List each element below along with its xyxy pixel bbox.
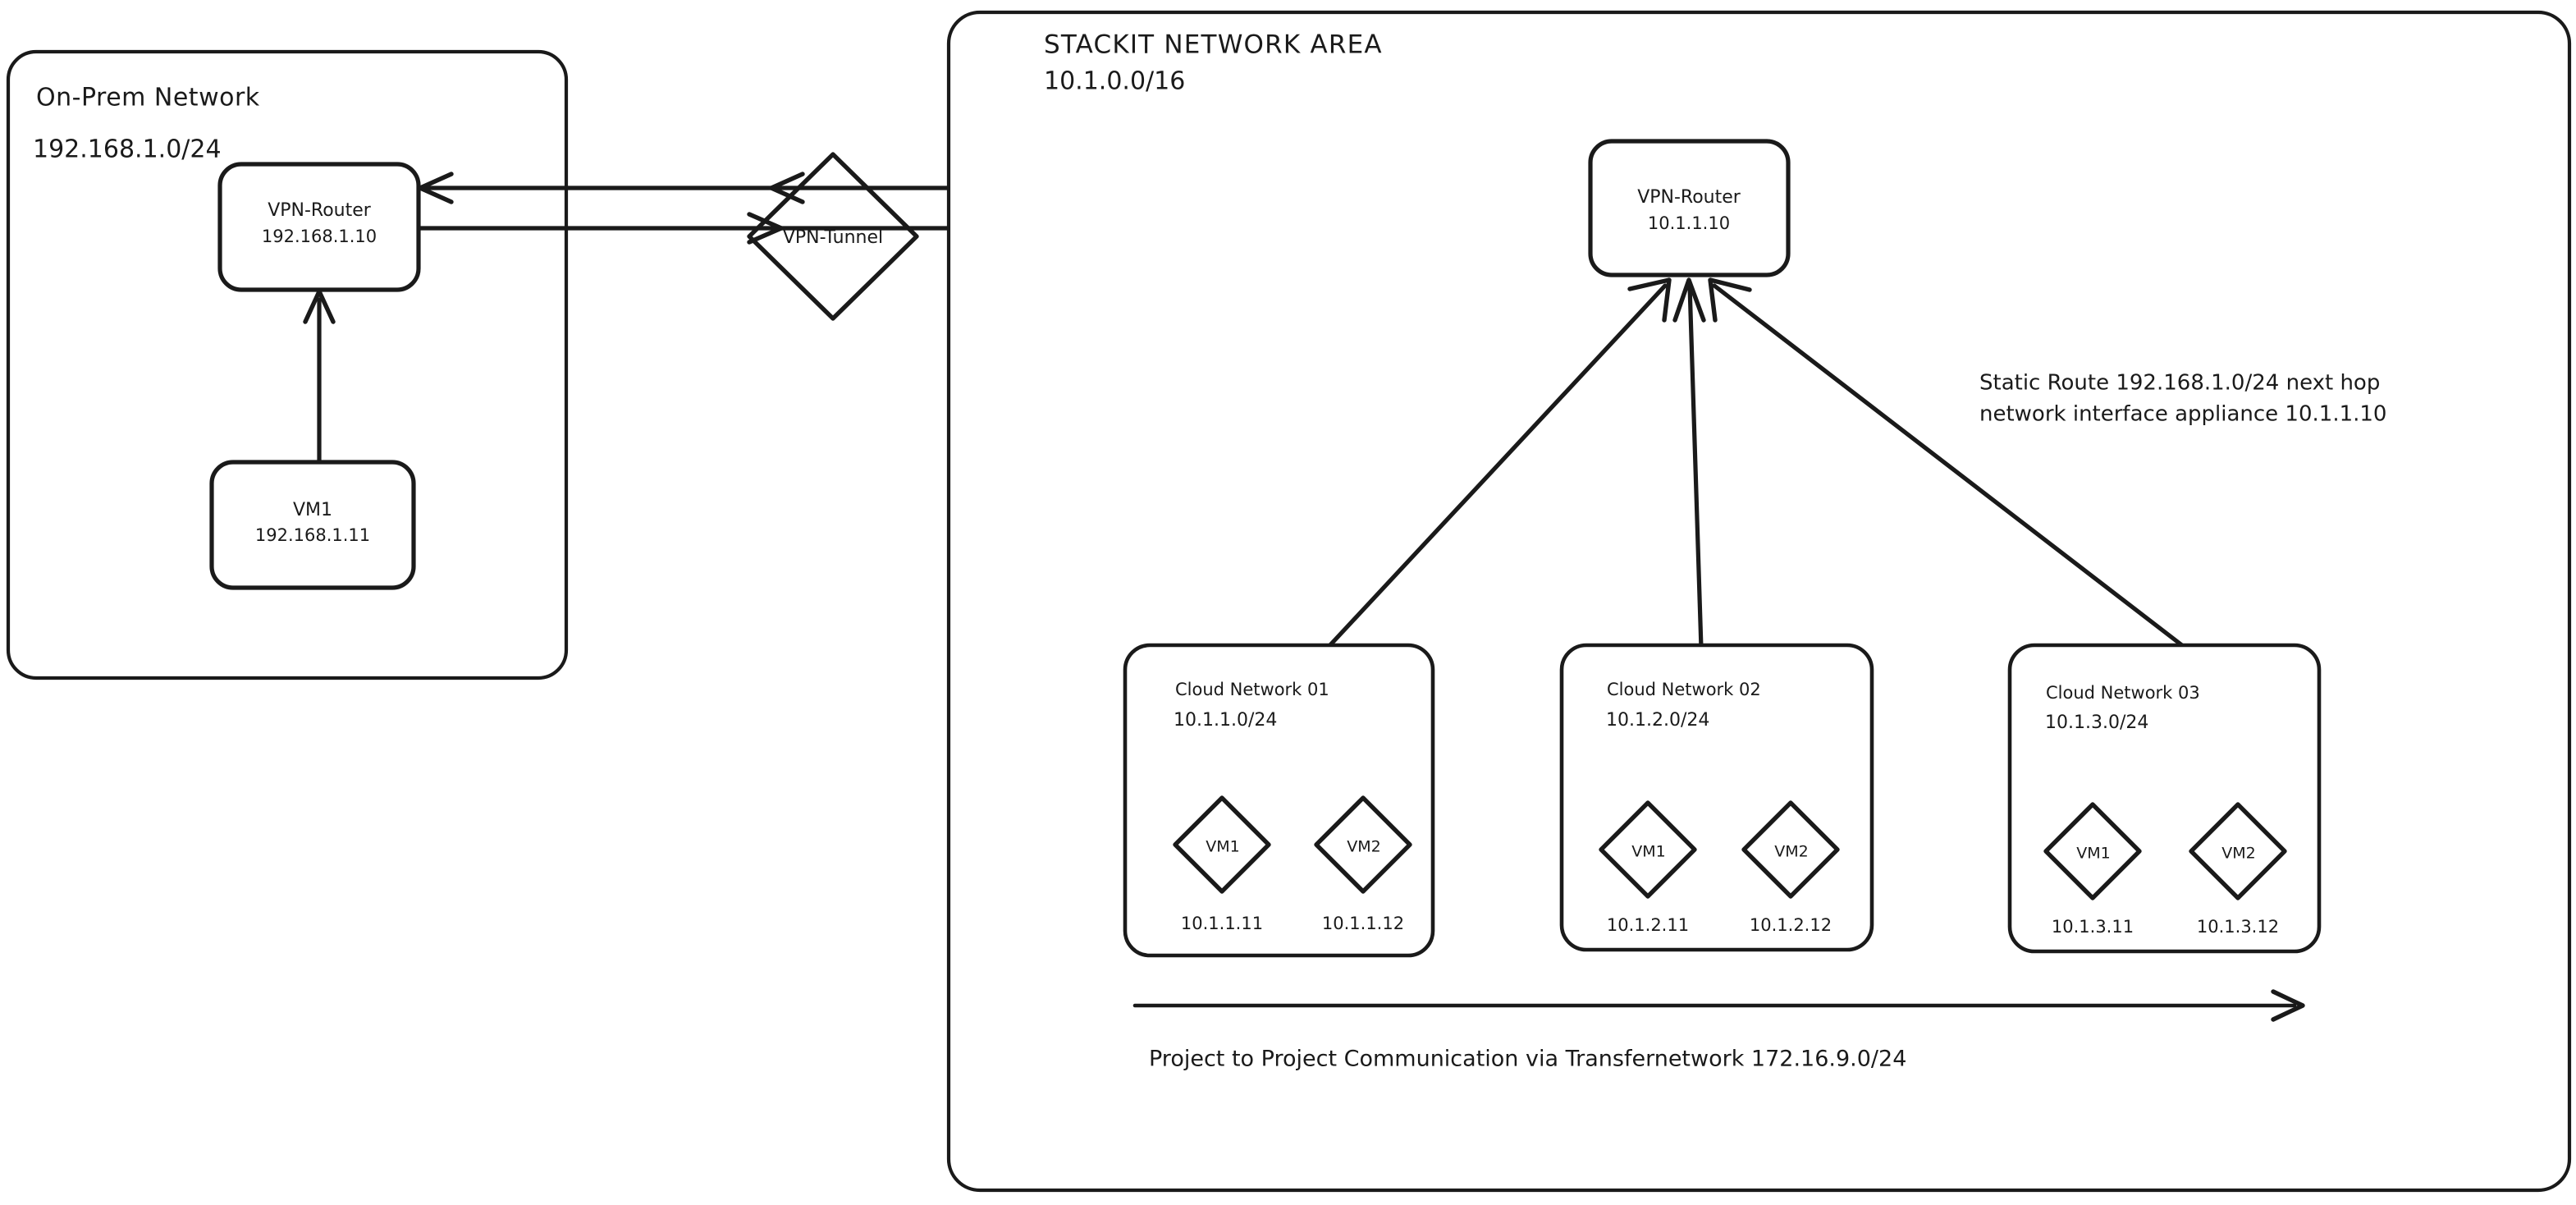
cloud-network-02-vm1-ip: 10.1.2.11 [1607,915,1689,935]
edge-cloud02-to-router [1672,277,1706,651]
stackit-vpn-router-name: VPN-Router [1637,187,1741,208]
onprem-vm1-box [209,460,416,590]
static-route-note-line1: Static Route 192.168.1.0/24 next hop [1979,371,2380,396]
cloud-network-01-cidr: 10.1.1.0/24 [1174,710,1277,731]
cloud-network-02-vm1[interactable]: VM1 10.1.2.11 [1599,800,1697,935]
stackit-vpn-router-node[interactable]: VPN-Router 10.1.1.10 [1588,139,1791,277]
cloud-network-02-vm1-name: VM1 [1631,843,1665,861]
edge-cloud03-to-router [1708,277,2189,651]
cloud-network-03-vm2-ip: 10.1.3.12 [2197,917,2279,937]
cloud-network-03-vm1-diamond [2043,802,2142,900]
cloud-network-03[interactable]: Cloud Network 03 10.1.3.0/24 VM1 10.1.3.… [2007,643,2322,954]
cloud-network-03-title: Cloud Network 03 [2046,683,2200,703]
cloud-network-01-vm1[interactable]: VM1 10.1.1.11 [1173,795,1271,933]
cloud-network-01-vm2-name: VM2 [1347,838,1380,856]
cloud-network-01-title: Cloud Network 01 [1175,680,1329,699]
cloud-network-03-vm1[interactable]: VM1 10.1.3.11 [2043,802,2142,937]
stackit-title: STACKIT NETWORK AREA [1044,30,1383,60]
cloud-network-02-vm1-diamond [1599,800,1697,899]
edge-cloud01-to-router [1325,277,1672,651]
cloud-network-03-vm1-ip: 10.1.3.11 [2052,917,2134,937]
cloud-network-02-vm2-name: VM2 [1774,843,1808,861]
transfer-network-caption: Project to Project Communication via Tra… [1149,1047,1906,1072]
cloud-network-02-vm2[interactable]: VM2 10.1.2.12 [1741,800,1840,935]
cloud-network-01-vm1-diamond [1173,795,1271,894]
cloud-network-01-vm1-name: VM1 [1206,838,1239,856]
onprem-container-box [6,49,569,680]
cloud-network-03-vm1-name: VM1 [2076,845,2110,863]
edge-onprem-vm1-to-router [303,289,336,463]
transfer-network-arrow [1132,989,2305,1022]
onprem-vm1-node[interactable]: VM1 192.168.1.11 [209,460,416,590]
onprem-network-container[interactable]: On-Prem Network 192.168.1.0/24 [6,49,569,680]
cloud-network-01-vm1-ip: 10.1.1.11 [1181,914,1263,933]
cloud-network-03-vm2-name: VM2 [2221,845,2255,863]
stackit-cidr: 10.1.0.0/16 [1044,67,1185,96]
cloud-network-02-title: Cloud Network 02 [1607,680,1761,699]
cloud-network-03-vm2-diamond [2189,802,2287,900]
cloud-network-03-vm2[interactable]: VM2 10.1.3.12 [2189,802,2287,937]
cloud-network-02-vm2-ip: 10.1.2.12 [1750,915,1832,935]
onprem-title: On-Prem Network [36,84,260,112]
onprem-vpn-router-ip: 192.168.1.10 [262,227,377,246]
onprem-vpn-router-node[interactable]: VPN-Router 192.168.1.10 [217,162,421,292]
cloud-network-01-vm2-ip: 10.1.1.12 [1322,914,1404,933]
cloud-network-02-cidr: 10.1.2.0/24 [1606,710,1709,731]
onprem-cidr: 192.168.1.0/24 [33,135,222,164]
cloud-network-02-vm2-diamond [1741,800,1840,899]
static-route-note-line2: network interface appliance 10.1.1.10 [1979,402,2386,427]
cloud-network-03-cidr: 10.1.3.0/24 [2045,712,2148,733]
stackit-vpn-router-ip: 10.1.1.10 [1648,213,1730,233]
cloud-network-01-vm2[interactable]: VM2 10.1.1.12 [1314,795,1412,933]
stackit-vpn-router-box [1588,139,1791,277]
onprem-vm1-name: VM1 [293,500,332,520]
vpn-tunnel-node[interactable]: VPN-Tunnel [747,152,919,321]
cloud-network-02[interactable]: Cloud Network 02 10.1.2.0/24 VM1 10.1.2.… [1559,643,1874,952]
cloud-network-01-vm2-diamond [1314,795,1412,894]
onprem-vm1-ip: 192.168.1.11 [255,525,370,545]
vpn-tunnel-label: VPN-Tunnel [783,227,883,248]
static-route-note: Static Route 192.168.1.0/24 next hop net… [1979,371,2386,427]
onprem-vpn-router-name: VPN-Router [268,200,372,221]
cloud-network-01[interactable]: Cloud Network 01 10.1.1.0/24 VM1 10.1.1.… [1123,643,1435,958]
